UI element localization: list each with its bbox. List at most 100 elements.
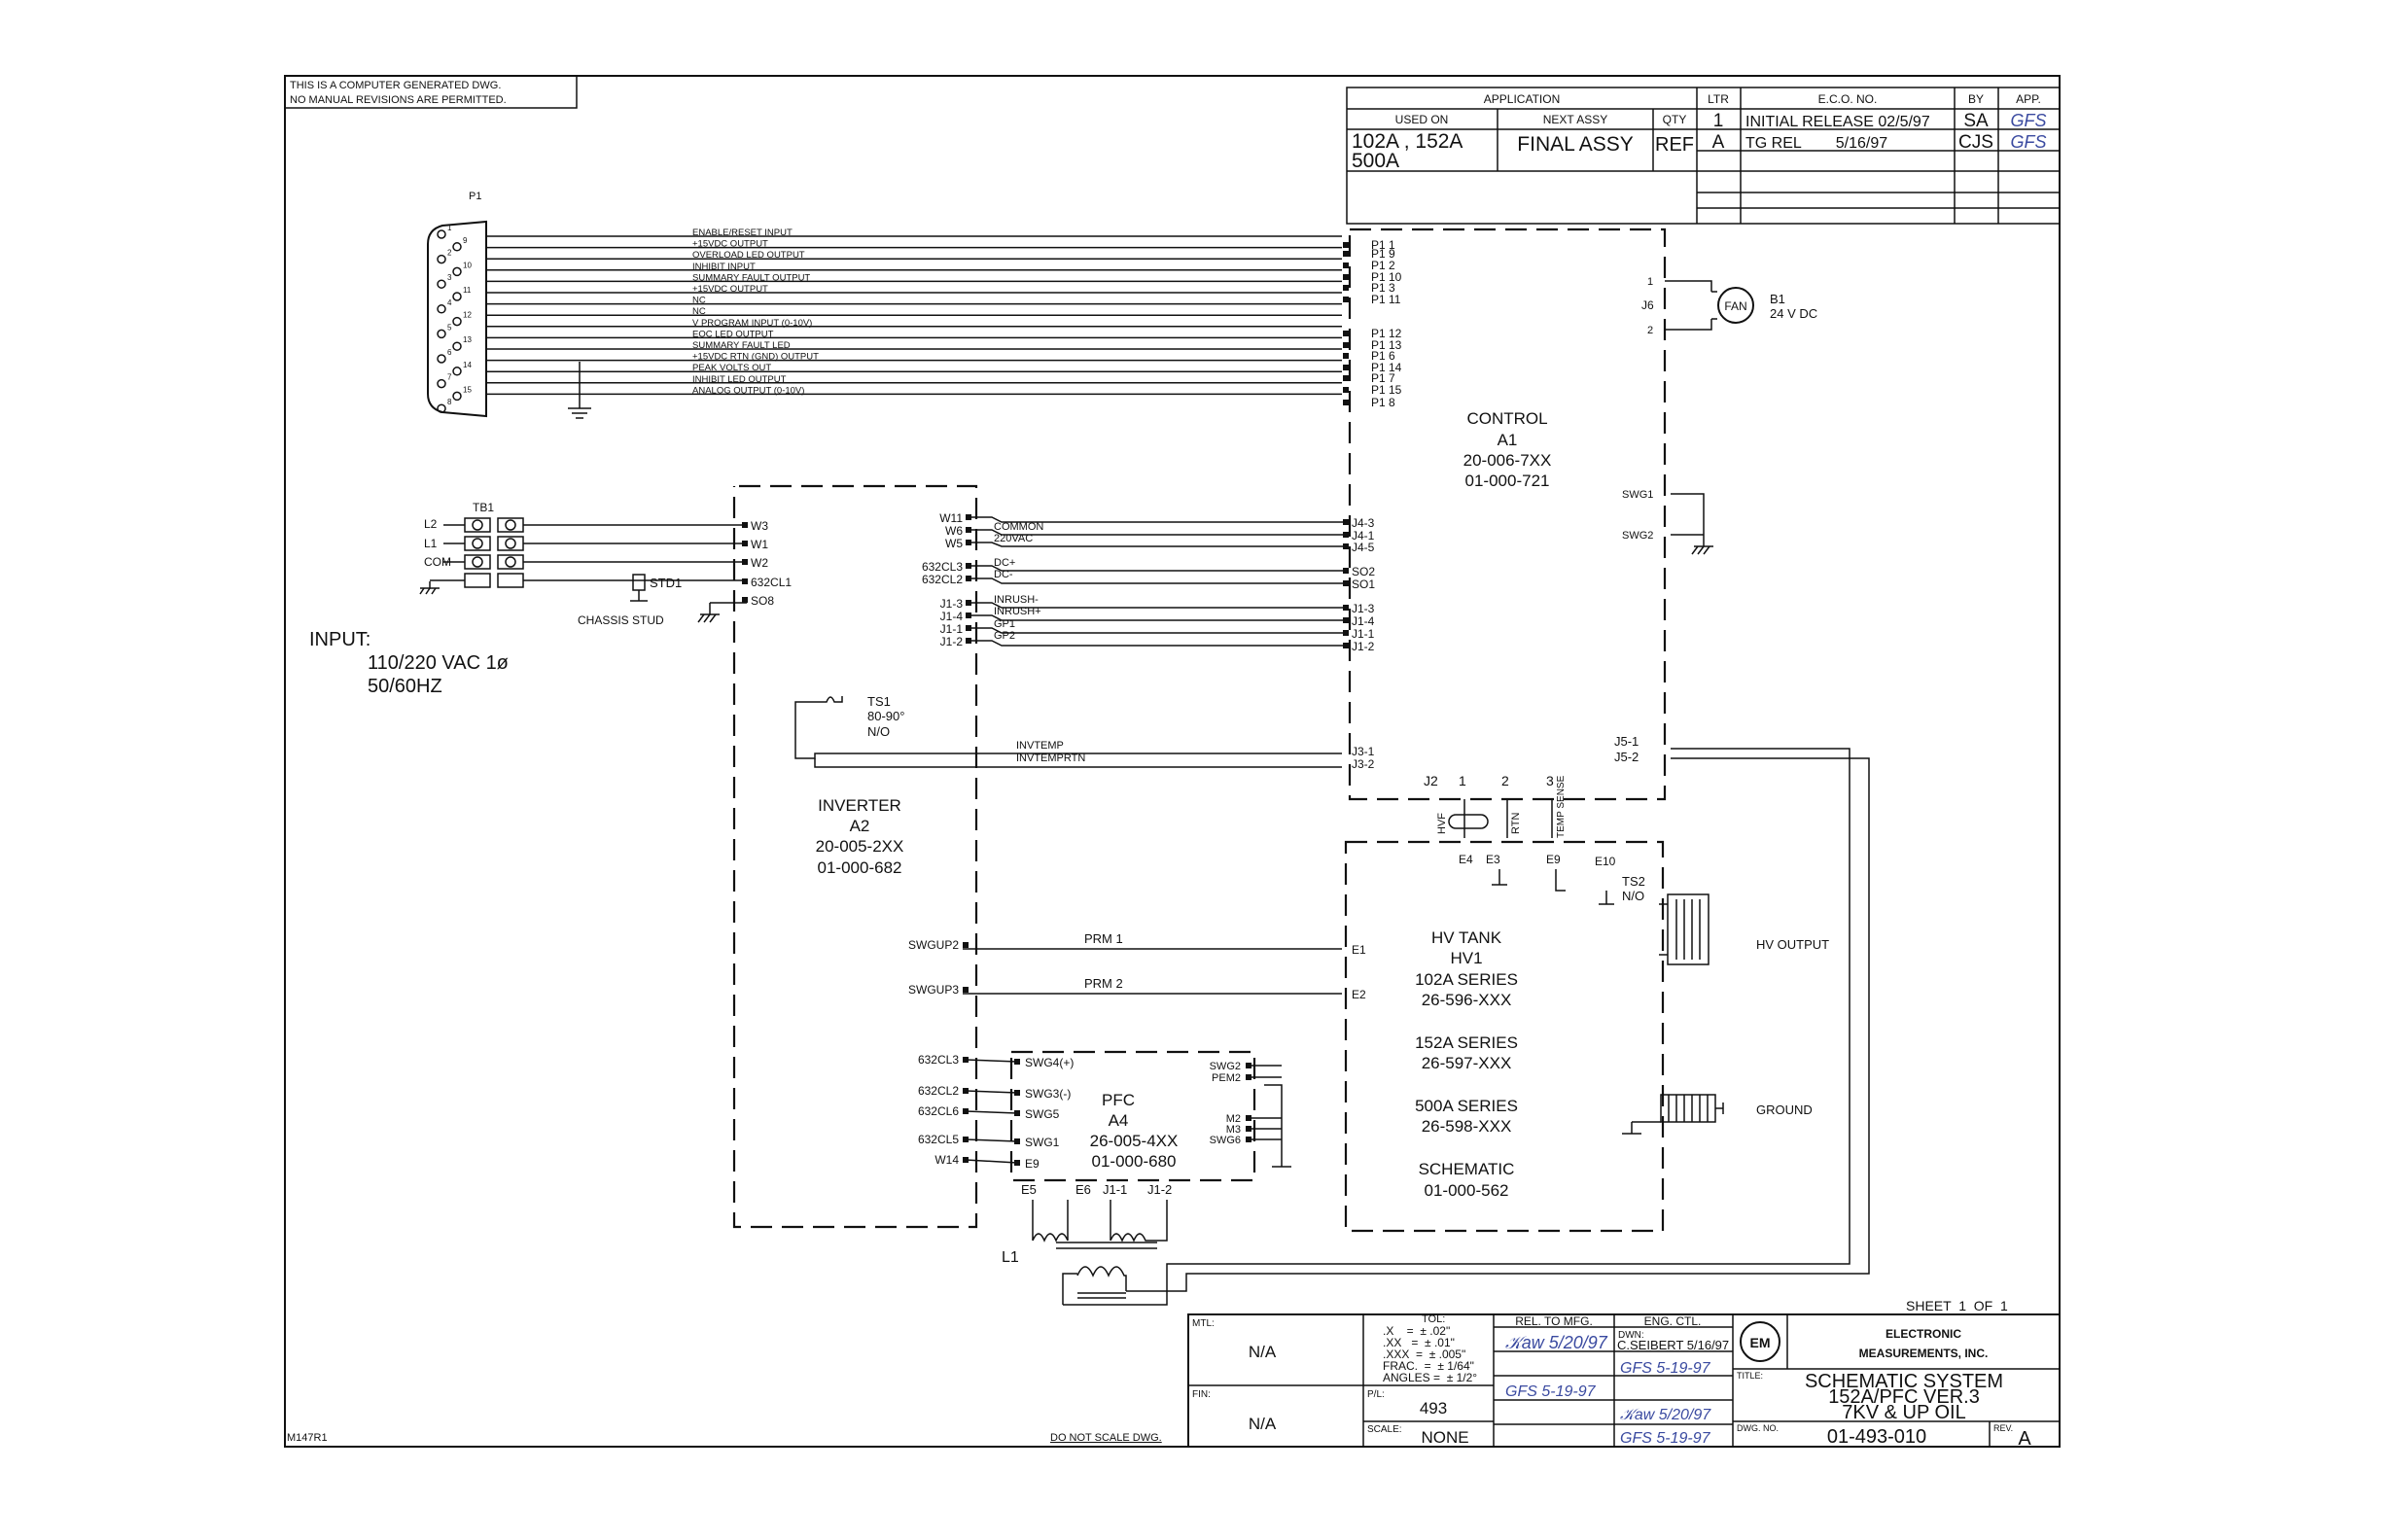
tb1-screw xyxy=(505,519,516,531)
j2-rtn: RTN xyxy=(1510,813,1522,834)
input-frequency: 50/60HZ xyxy=(368,676,442,697)
title-line-3: 7KV & UP OIL xyxy=(1842,1402,1965,1423)
rev-row-1-eco: INITIAL RELEASE 02/5/97 xyxy=(1745,114,1930,130)
fan-symbol-text: FAN xyxy=(1724,299,1746,313)
p1-pin-number: 13 xyxy=(463,335,472,344)
j5-1-label: J5-1 xyxy=(1614,734,1639,749)
mtl-label: MTL: xyxy=(1192,1318,1215,1329)
terminal-dot xyxy=(1343,365,1349,370)
control-p1-pin: P1 9 xyxy=(1371,247,1395,261)
eng-ctl-label: ENG. CTL. xyxy=(1644,1314,1702,1328)
p1-signal-label: INHIBIT LED OUTPUT xyxy=(692,374,787,385)
ltr-label: LTR xyxy=(1708,92,1729,106)
terminal-dot xyxy=(1343,568,1349,574)
j2-hvf: HVF xyxy=(1436,813,1448,834)
terminal-dot xyxy=(1343,331,1349,336)
inverter-control-wire xyxy=(969,529,1346,536)
hvtank-schematic-pn: 01-000-562 xyxy=(1425,1181,1509,1200)
j4-5-label: J4-5 xyxy=(1352,541,1375,554)
terminal-dot xyxy=(742,522,748,528)
fan-symbol xyxy=(1717,287,1754,324)
notice-line-1: THIS IS A COMPUTER GENERATED DWG. xyxy=(290,80,501,91)
p1-pin-circle xyxy=(452,391,462,402)
j5-2-label: J5-2 xyxy=(1614,750,1639,764)
inverter-control-wire xyxy=(969,627,1346,634)
footer-no-scale: DO NOT SCALE DWG. xyxy=(1050,1432,1162,1444)
footer-code: M147R1 xyxy=(287,1432,328,1444)
tol-5: ANGLES = ± 1/2° xyxy=(1383,1371,1477,1384)
pfc-wire xyxy=(965,1090,1018,1094)
terminal-dot xyxy=(1014,1160,1020,1166)
input-voltage: 110/220 VAC 1ø xyxy=(368,652,509,674)
pfc-wire xyxy=(965,1059,1018,1063)
hvtank-ref: HV1 xyxy=(1450,949,1482,967)
prm2-label: PRM 2 xyxy=(1084,976,1123,991)
terminal-dot xyxy=(1246,1115,1251,1121)
inverter-right-pin: W5 xyxy=(945,537,963,550)
p1-signal-label: SUMMARY FAULT LED xyxy=(692,340,791,351)
inverter-pn2: 01-000-682 xyxy=(818,858,902,877)
control-p1-pin: P1 15 xyxy=(1371,383,1402,397)
terminal-dot xyxy=(1343,643,1349,648)
pfc-right-pin: M2 xyxy=(1226,1113,1241,1125)
control-pn2: 01-000-721 xyxy=(1465,472,1550,490)
signature-app2: GFS 5-19-97 xyxy=(1620,1430,1711,1447)
inverter-wire-label: INVTEMPRTN xyxy=(1016,752,1085,764)
j2-pin3: 3 xyxy=(1546,773,1554,788)
company-logo xyxy=(1740,1321,1780,1362)
pfc-right-pin: M3 xyxy=(1226,1124,1241,1136)
p1-pin-number: 11 xyxy=(463,286,472,295)
rev-row-1-ltr: 1 xyxy=(1713,111,1724,131)
company-logo-mark: EM xyxy=(1750,1335,1771,1350)
hv-output-label: HV OUTPUT xyxy=(1756,937,1829,952)
control-p1-pin: P1 1 xyxy=(1371,238,1395,252)
p1-pin-circle xyxy=(437,229,446,239)
inverter-left-pin: W1 xyxy=(751,538,768,551)
terminal-dot xyxy=(1343,242,1349,248)
pl-label: P/L: xyxy=(1367,1389,1385,1400)
ground-connector xyxy=(1622,1094,1724,1135)
so1-label: SO1 xyxy=(1352,578,1375,591)
control-p1-pin: P1 2 xyxy=(1371,259,1395,272)
ts1-temp: 80-90° xyxy=(867,709,904,723)
pfc-right-pin: SWG6 xyxy=(1210,1135,1241,1146)
terminal-dot xyxy=(1343,342,1349,348)
swg1-label: SWG1 xyxy=(1622,489,1653,501)
hvtank-series-2: 152A SERIES xyxy=(1415,1033,1518,1052)
notice-line-2: NO MANUAL REVISIONS ARE PERMITTED. xyxy=(290,94,507,106)
inverter-wire-label: DC- xyxy=(994,569,1013,580)
p1-pin-number: 8 xyxy=(447,398,452,406)
rel-to-mfg-label: REL. TO MFG. xyxy=(1515,1314,1593,1328)
tb1-cell xyxy=(464,573,491,588)
p1-pin-number: 9 xyxy=(463,236,468,245)
signature-app: 𝒦aw 5/20/97 xyxy=(1620,1407,1711,1423)
pfc-pin-e5: E5 xyxy=(1021,1182,1037,1197)
control-p1-pin: P1 10 xyxy=(1371,270,1402,284)
ts1-type: N/O xyxy=(867,724,890,739)
hv-term-e9: E9 xyxy=(1546,853,1561,866)
pfc-wire xyxy=(965,1138,1018,1142)
inverter-title: INVERTER xyxy=(818,796,901,815)
p1-pin-circle xyxy=(452,341,462,351)
l1-label: L1 xyxy=(1002,1249,1019,1266)
inverter-ref: A2 xyxy=(850,817,870,835)
ts2-ref: TS2 xyxy=(1622,874,1645,889)
inverter-left-pin: SO8 xyxy=(751,594,774,608)
chassis-stud-label: CHASSIS STUD xyxy=(578,613,664,627)
terminal-dot xyxy=(742,578,748,584)
fin-label: FIN: xyxy=(1192,1389,1211,1400)
terminal-dot xyxy=(963,987,969,993)
p1-pin-number: 14 xyxy=(463,361,472,369)
sheet-number: SHEET 1 OF 1 xyxy=(1906,1298,2008,1313)
tb1-label: TB1 xyxy=(473,501,494,514)
inverter-right-pin: J1-1 xyxy=(940,622,964,636)
terminal-dot xyxy=(1014,1090,1020,1096)
control-title: CONTROL xyxy=(1466,409,1547,428)
signature-rel: 𝒦aw 5/20/97 xyxy=(1505,1333,1608,1352)
j3-2-label: J3-2 xyxy=(1352,757,1375,771)
pfc-module: PFC A4 26-005-4XX 01-000-680 SWG4(+)SWG3… xyxy=(965,1050,1291,1249)
tb1-line-com: COM xyxy=(424,555,451,569)
p1-label: P1 xyxy=(469,191,481,202)
